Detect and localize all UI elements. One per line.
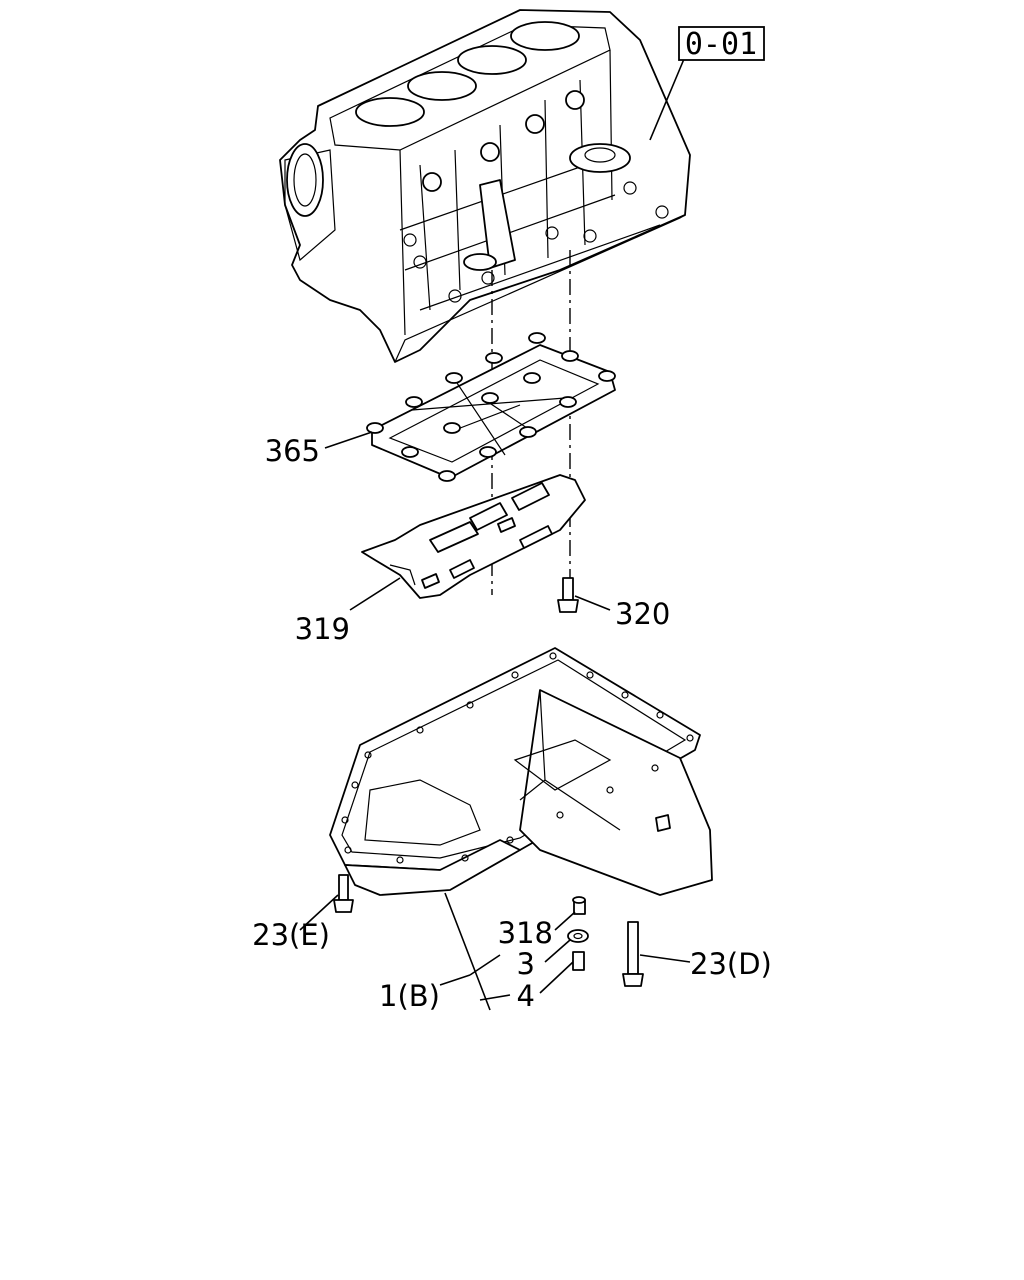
leader-4 <box>539 961 574 994</box>
washer-3 <box>567 929 589 943</box>
leader-23d <box>639 954 691 963</box>
bolt-23e <box>333 874 354 913</box>
leader-318 <box>554 911 576 931</box>
stiffener-frame <box>366 332 616 482</box>
callout-23d: 23(D) <box>690 947 772 981</box>
leader-320 <box>574 595 611 611</box>
leader-1b-bracket <box>444 892 511 1011</box>
callout-4: 4 <box>517 979 535 1013</box>
leader-23e <box>299 894 339 931</box>
leader-0-01 <box>649 58 685 141</box>
leader-1b <box>439 974 471 986</box>
reference-label: 0-01 <box>685 27 757 62</box>
callout-320: 320 <box>615 597 670 631</box>
callout-319: 319 <box>295 612 350 646</box>
leader-3 <box>544 939 571 963</box>
leader-319 <box>349 577 401 611</box>
callout-1b: 1(B) <box>379 979 440 1013</box>
callout-318: 318 <box>498 916 553 950</box>
callout-23e: 23(E) <box>252 918 330 952</box>
callout-365: 365 <box>265 434 320 468</box>
fitting-318 <box>572 896 586 915</box>
callout-3: 3 <box>517 947 535 981</box>
baffle-plate <box>361 474 586 599</box>
bolt-320 <box>557 577 579 613</box>
cylinder-block <box>279 9 691 363</box>
leader-365 <box>324 431 373 449</box>
oil-pan <box>329 647 713 896</box>
bolt-23d <box>622 921 644 987</box>
reference-box <box>678 26 765 61</box>
drain-plug-4 <box>572 951 585 971</box>
